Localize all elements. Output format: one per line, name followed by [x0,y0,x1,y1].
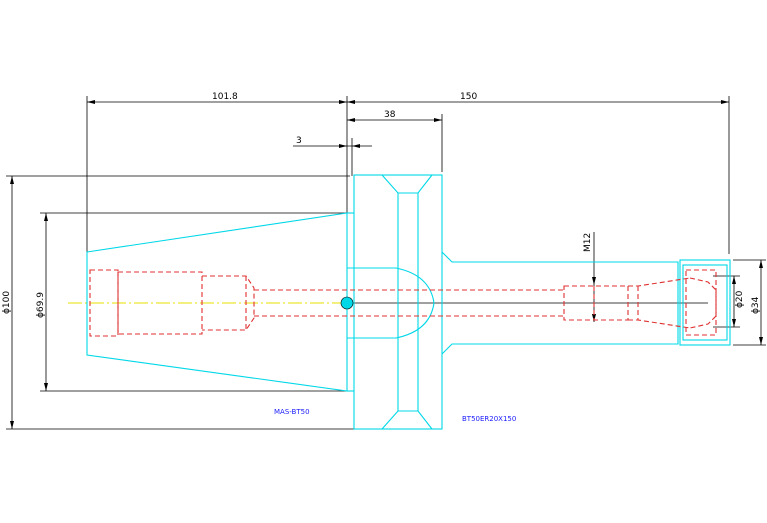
dim-150: 150 [460,92,477,102]
dim-101-8: 101.8 [212,92,238,102]
dim-dia-34: ϕ34 [751,296,761,314]
dim-3: 3 [296,136,302,146]
dimension-arrows [10,100,763,429]
dim-dia-69-9: ϕ69.9 [36,292,46,318]
hidden-lines [89,269,717,337]
center-marker [341,297,353,309]
dim-38: 38 [384,110,396,120]
dimension-lines [6,96,766,430]
holder-label: BT50ER20X150 [462,415,516,423]
dim-m12: M12 [583,233,593,252]
dim-dia-100: ϕ100 [2,291,12,314]
dim-dia-20: ϕ20 [735,290,745,308]
holder-outline [86,174,731,430]
taper-label: MAS-BT50 [274,408,310,416]
